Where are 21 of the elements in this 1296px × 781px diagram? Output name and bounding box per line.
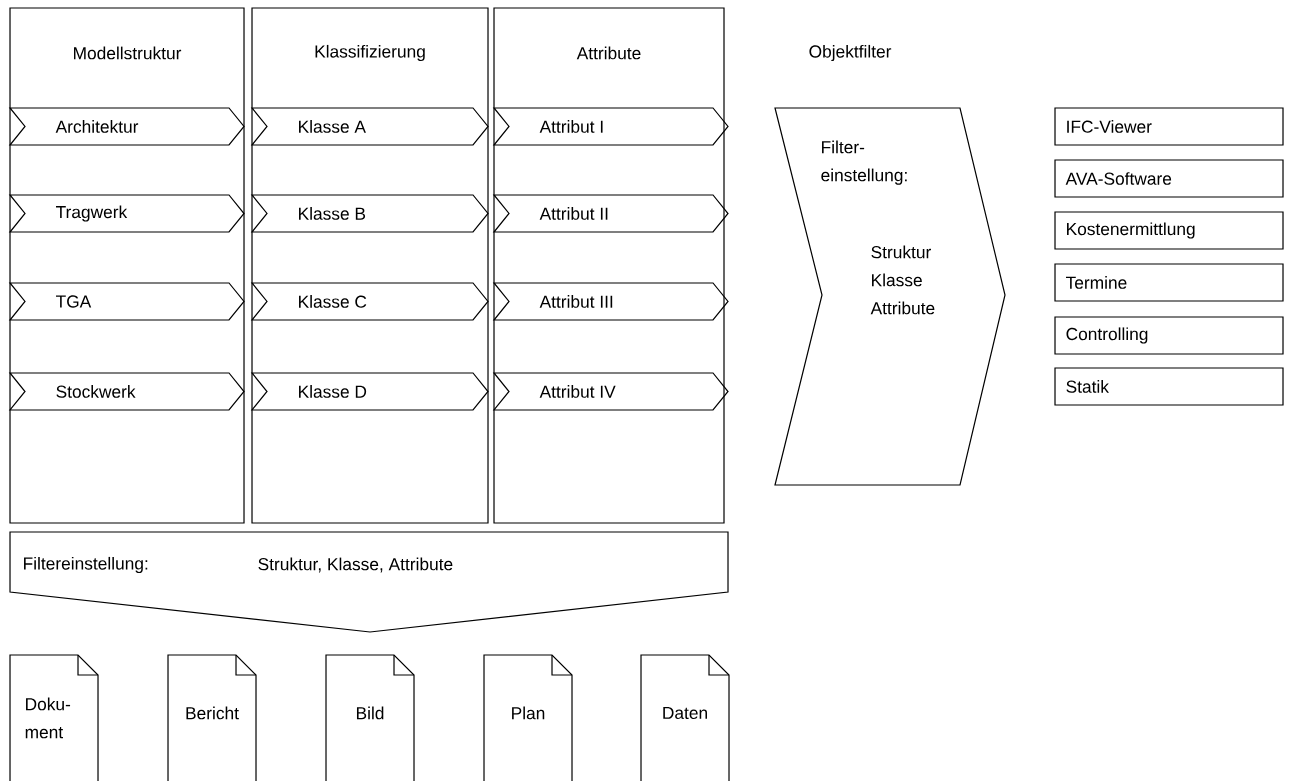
- output-box: Statik: [1054, 367, 1284, 406]
- chevron-tab: Klasse B: [250, 194, 489, 233]
- output-box: Kostenermittlung: [1054, 211, 1284, 250]
- chevron-tab: TGA: [8, 282, 245, 321]
- chevron-tab: Klasse A: [250, 107, 489, 146]
- output-box: Controlling: [1054, 316, 1284, 355]
- chevron-tab: Attribut I: [492, 107, 729, 146]
- chevron-tab: Klasse D: [250, 372, 489, 411]
- output-box: Termine: [1054, 263, 1284, 302]
- output-box: IFC-Viewer: [1054, 107, 1284, 146]
- chevron-tab: Attribut III: [492, 282, 729, 321]
- chevron-tab: Attribut IV: [492, 372, 729, 411]
- node-label: Objektfilter: [809, 44, 892, 62]
- chevron-tab: Klasse C: [250, 282, 489, 321]
- chevron-tab: Tragwerk: [8, 194, 245, 233]
- chevron-tab: Architektur: [8, 107, 245, 146]
- output-box: AVA-Software: [1054, 159, 1284, 198]
- chevron-tab: Stockwerk: [8, 372, 245, 411]
- filter-chevron: Objektfilter Filter- einstellung: Struktur Klasse Attribute: [774, 44, 1006, 486]
- chevron-tab: Attribut II: [492, 194, 729, 233]
- filter-banner: Filtereinstellung: Struktur, Klasse, Attribute: [9, 531, 729, 633]
